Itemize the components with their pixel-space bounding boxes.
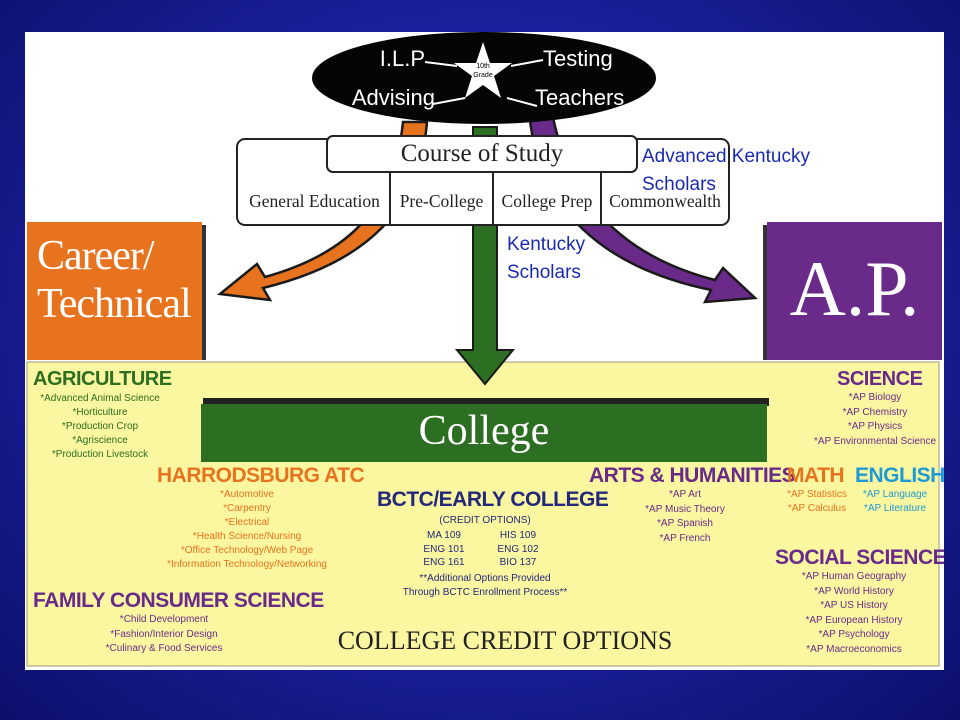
list-item: *Horticulture xyxy=(72,407,128,418)
english-list: *AP Language *AP Literature xyxy=(855,488,935,516)
list-item: *AP US History xyxy=(820,600,888,611)
list-item: *AP Calculus xyxy=(787,503,847,514)
list-item: *AP Chemistry xyxy=(842,406,908,418)
list-item: *AP Human Geography xyxy=(801,571,907,582)
list-item: *AP Spanish xyxy=(657,518,713,529)
list-item: ENG 101 xyxy=(423,543,465,555)
oval-testing-label: Testing xyxy=(543,46,613,71)
course-of-study-title: Course of Study xyxy=(400,140,564,167)
option-pre-college: Pre-College xyxy=(399,191,484,211)
list-item: *Electrical xyxy=(224,517,270,528)
option-general-education: General Education xyxy=(249,191,380,211)
science-list: *AP Biology *AP Chemistry *AP Physics *A… xyxy=(807,391,943,449)
social-sciences-list: *AP Human Geography *AP World History *A… xyxy=(789,570,919,657)
list-item: MA 109 xyxy=(427,530,461,541)
list-item: ENG 102 xyxy=(497,543,539,555)
list-item: *Production Crop xyxy=(61,421,139,432)
option-college-prep: College Prep xyxy=(501,191,593,211)
list-item: *Information Technology/Networking xyxy=(167,559,327,570)
list-item: *AP Macroeconomics xyxy=(806,643,902,655)
oval-teachers-label: Teachers xyxy=(535,85,625,110)
list-item: *AP Art xyxy=(668,489,702,500)
list-item: *AP Language xyxy=(862,489,928,500)
college-credit-options-label: COLLEGE CREDIT OPTIONS xyxy=(337,626,673,655)
oval-advising-label: Advising xyxy=(351,85,435,110)
list-item: *Carpentry xyxy=(223,503,271,514)
math-list: *AP Statistics *AP Calculus xyxy=(777,488,857,516)
family-consumer-list: *Child Development *Fashion/Interior Des… xyxy=(99,613,229,657)
math-heading: MATH xyxy=(787,464,845,487)
list-item: *Automotive xyxy=(220,489,274,500)
harrodsburg-list: *Automotive *Carpentry *Electrical *Heal… xyxy=(161,488,333,572)
list-item: *AP European History xyxy=(805,614,903,626)
list-item: *Health Science/Nursing xyxy=(192,531,302,542)
arts-humanities-heading: ARTS & HUMANITIES xyxy=(589,464,796,487)
list-item: *Office Technology/Web Page xyxy=(180,545,314,556)
list-item: *Agriscience xyxy=(72,435,128,446)
ap-box xyxy=(767,222,942,360)
list-item: *AP Physics xyxy=(847,421,903,432)
oval-ilp-label: I.L.P xyxy=(379,46,425,71)
list-item: *Advanced Animal Science xyxy=(40,393,160,404)
list-item: *AP World History xyxy=(814,585,894,597)
bctc-courses-left: MA 109 ENG 101 ENG 161 xyxy=(409,529,479,570)
list-item: *AP Environmental Science xyxy=(813,435,937,447)
bctc-subtitle: (CREDIT OPTIONS) xyxy=(439,515,531,526)
list-item: *AP Music Theory xyxy=(645,503,725,515)
list-item: *Culinary & Food Services xyxy=(105,643,223,654)
college-label: College xyxy=(418,408,550,454)
social-sciences-heading: SOCIAL SCIENCES xyxy=(775,546,944,569)
list-item: HIS 109 xyxy=(499,530,537,541)
harrodsburg-heading: HARRODSBURG ATC xyxy=(157,464,365,487)
diagram-graphics xyxy=(26,32,942,667)
bctc-courses-right: HIS 109 ENG 102 BIO 137 xyxy=(483,529,553,570)
bctc-heading: BCTC/EARLY COLLEGE xyxy=(377,488,609,511)
list-item: *Production Livestock xyxy=(51,449,149,460)
english-heading: ENGLISH xyxy=(855,464,944,487)
science-heading: SCIENCE xyxy=(837,368,923,390)
career-technical-label: Career/Technical xyxy=(37,233,192,327)
course-title-box xyxy=(326,135,638,173)
arts-humanities-list: *AP Art *AP Music Theory *AP Spanish *AP… xyxy=(625,488,745,546)
star-icon xyxy=(454,42,512,98)
list-item: *AP French xyxy=(659,532,711,544)
ap-label: A.P. xyxy=(789,245,920,332)
agriculture-heading: AGRICULTURE xyxy=(33,368,172,390)
option-commonwealth: Commonwealth xyxy=(609,191,721,211)
college-bar xyxy=(201,404,767,462)
list-item: *Child Development xyxy=(119,614,209,625)
list-item: *AP Statistics xyxy=(787,489,847,500)
career-box xyxy=(27,222,202,360)
list-item: *AP Psychology xyxy=(818,629,890,640)
list-item: ENG 161 xyxy=(423,557,465,568)
list-item: *AP Biology xyxy=(848,392,902,403)
list-item: BIO 137 xyxy=(499,557,537,568)
list-item: *AP Literature xyxy=(863,503,927,514)
family-consumer-heading: FAMILY CONSUMER SCIENCE xyxy=(33,589,324,612)
agriculture-list: *Advanced Animal Science *Horticulture *… xyxy=(25,392,175,462)
list-item: *Fashion/Interior Design xyxy=(110,628,218,640)
